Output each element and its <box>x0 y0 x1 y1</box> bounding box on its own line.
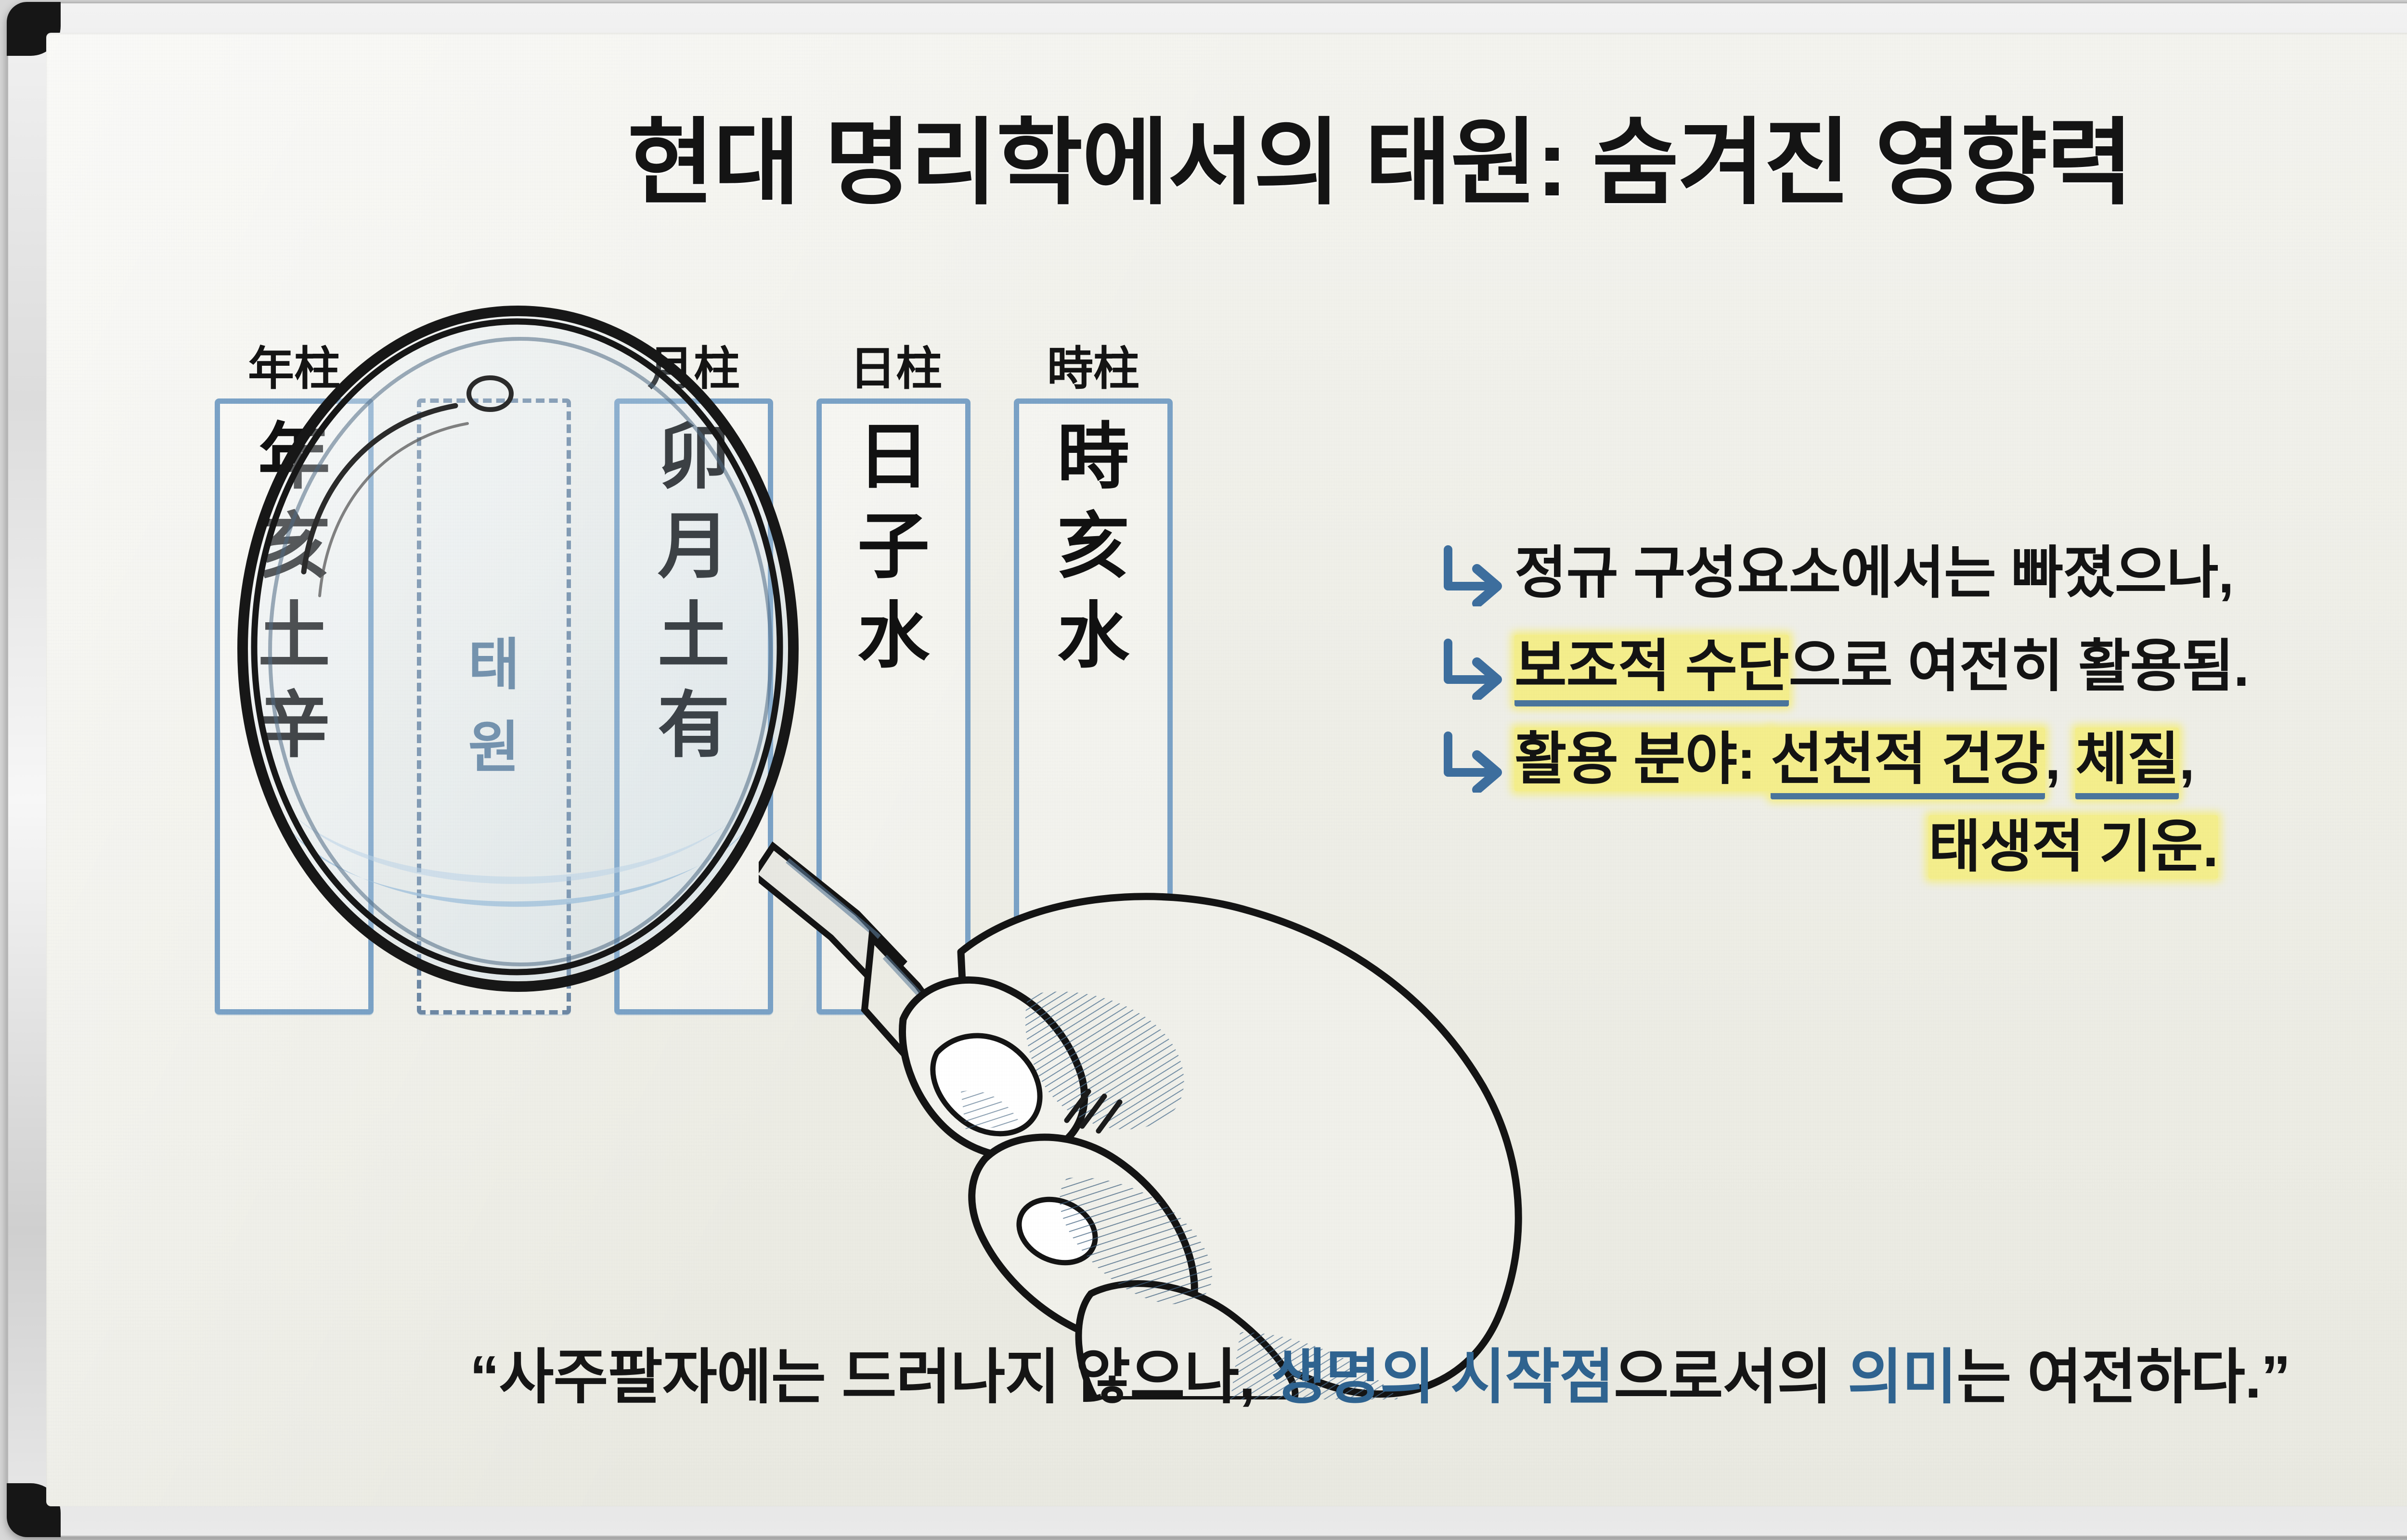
pillar-box-taewon: 태 원 <box>417 398 571 1014</box>
pillar-char: 亥 <box>258 505 330 589</box>
pillar-char: 水 <box>857 594 930 678</box>
bullet-text: 태생적 기운. <box>1928 807 2407 888</box>
pillar-chars-hour: 時 亥 水 <box>1019 404 1167 966</box>
bullet-segment: , <box>2179 728 2195 792</box>
pillar-char: 子 <box>857 505 930 589</box>
pillar-box-day: 日 子 水 <box>816 398 971 1014</box>
bullet-text: 활용 분야: 선천적 건강, 체질, <box>1514 719 2195 800</box>
pillar-char: 土 <box>657 594 730 678</box>
quote-open-mark: “ <box>469 1344 499 1411</box>
pillar-chars-taewon: 태 원 <box>421 403 567 1010</box>
arrow-down-right-icon <box>1437 719 1514 795</box>
arrow-down-right-icon <box>1437 627 1514 702</box>
quote-part-3: 는 여전하다. <box>1956 1344 2261 1411</box>
bullet-segment-highlighted: 태생적 기운. <box>1928 815 2218 879</box>
quote-highlight-1: 생명의 시작점 <box>1271 1344 1614 1411</box>
bullet-text: 보조적 수단으로 여전히 활용됨. <box>1514 627 2249 707</box>
bullet-item: 보조적 수단으로 여전히 활용됨. <box>1437 627 2407 707</box>
bullet-segment-highlighted: 체질 <box>2075 728 2179 800</box>
pillar-char: 有 <box>657 684 730 768</box>
pillar-header-day: 日柱 <box>850 343 942 395</box>
pillar-box-month: 卯 月 土 有 <box>614 398 773 1014</box>
pillar-header-hour: 時柱 <box>1047 343 1139 395</box>
pillar-header-month: 月柱 <box>647 343 740 395</box>
pillar-char: 月 <box>657 505 730 589</box>
quote-highlight-2: 의미 <box>1848 1344 1957 1411</box>
bullet-segment-highlighted: 보조적 수단 <box>1514 634 1789 706</box>
pillar-char: 土 <box>258 594 330 678</box>
quote-part-1: 사주팔자에는 드러나지 않으나, <box>499 1344 1271 1411</box>
bullet-list: 정규 구성요소에서는 빠졌으나, 보조적 수단으로 여전히 활용됨. <box>1437 533 2407 887</box>
bullet-segment: 으로 여전히 활용됨. <box>1788 634 2250 698</box>
pillar-box-year: 年 亥 土 辛 <box>215 398 374 1014</box>
pillar-chars-month: 卯 月 土 有 <box>620 404 768 1009</box>
bullet-segment-highlighted: 선천적 건강 <box>1771 728 2045 800</box>
pillar-chars-year: 年 亥 土 辛 <box>220 404 368 1009</box>
bullet-item: 활용 분야: 선천적 건강, 체질, <box>1437 719 2407 800</box>
page-title: 현대 명리학에서의 태원: 숨겨진 영향력 <box>627 110 2133 216</box>
pillar-char: 卯 <box>657 415 730 499</box>
bullet-item-continuation: 태생적 기운. <box>1928 807 2407 888</box>
pillar-char: 日 <box>857 415 930 499</box>
bullet-segment: 정규 구성요소에서는 빠졌으나, <box>1514 541 2234 605</box>
pillar-char: 辛 <box>258 684 330 768</box>
pillar-header-year: 年柱 <box>248 343 340 395</box>
bottom-quote: “사주팔자에는 드러나지 않으나, 생명의 시작점으로서의 의미는 여전하다.” <box>46 1328 2407 1415</box>
bullet-text: 정규 구성요소에서는 빠졌으나, <box>1514 533 2234 614</box>
whiteboard-frame: 현대 명리학에서의 태원: 숨겨진 영향력 年柱 年 亥 土 辛 태 원 <box>7 2 2407 1537</box>
bullet-segment-highlighted: 활용 분야: <box>1514 728 1771 792</box>
pillar-char: 時 <box>1057 415 1129 499</box>
pillar-char: 水 <box>1057 594 1129 678</box>
bullet-segment: , <box>2045 728 2076 792</box>
pillar-char: 亥 <box>1057 505 1129 589</box>
bullet-item: 정규 구성요소에서는 빠졌으나, <box>1437 533 2407 614</box>
taewon-char: 원 <box>468 716 520 779</box>
quote-close-mark: ” <box>2261 1344 2291 1411</box>
pillar-char: 年 <box>258 415 330 499</box>
pillar-box-hour: 時 亥 水 <box>1014 398 1173 971</box>
taewon-char: 태 <box>468 633 520 696</box>
arrow-down-right-icon <box>1437 533 1514 609</box>
pillar-diagram: 年柱 年 亥 土 辛 태 원 月柱 卯 <box>191 331 1380 1111</box>
whiteboard-surface: 현대 명리학에서의 태원: 숨겨진 영향력 年柱 年 亥 土 辛 태 원 <box>46 33 2407 1506</box>
quote-part-2: 으로서의 <box>1614 1344 1848 1411</box>
pillar-chars-day: 日 子 水 <box>822 404 965 1009</box>
